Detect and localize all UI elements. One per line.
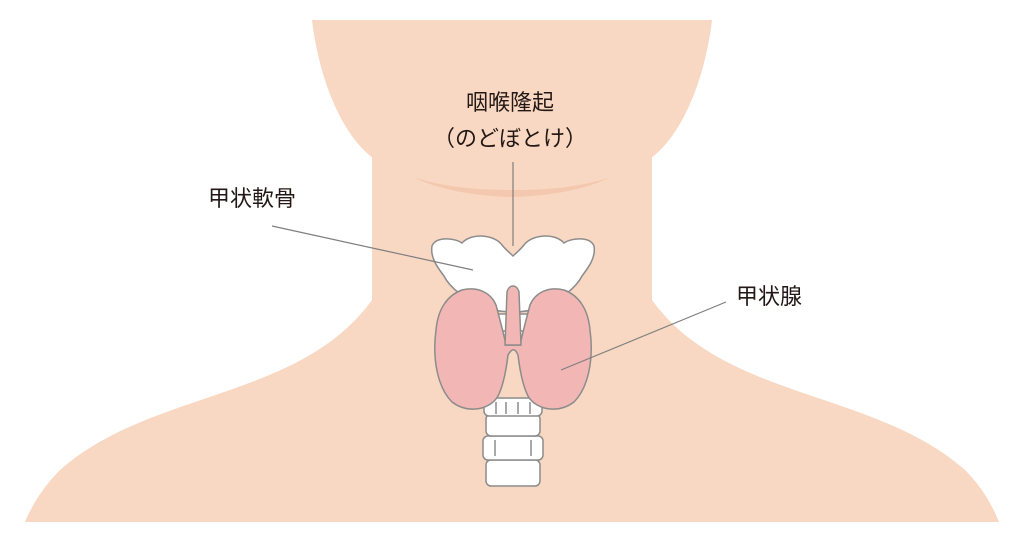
leader-line-thyroid-gland: [560, 301, 727, 371]
label-adams-apple-reading: （のどぼとけ）: [432, 127, 587, 152]
trachea: [482, 397, 544, 487]
label-thyroid-gland: 甲状腺: [736, 285, 803, 310]
chin: [312, 20, 712, 190]
thyroid-isthmus: [504, 285, 522, 346]
label-adams-apple: 咽喉隆起: [465, 91, 554, 116]
leader-line-thyroid-cartilage: [271, 225, 474, 271]
label-thyroid-cartilage: 甲状軟骨: [208, 187, 297, 212]
